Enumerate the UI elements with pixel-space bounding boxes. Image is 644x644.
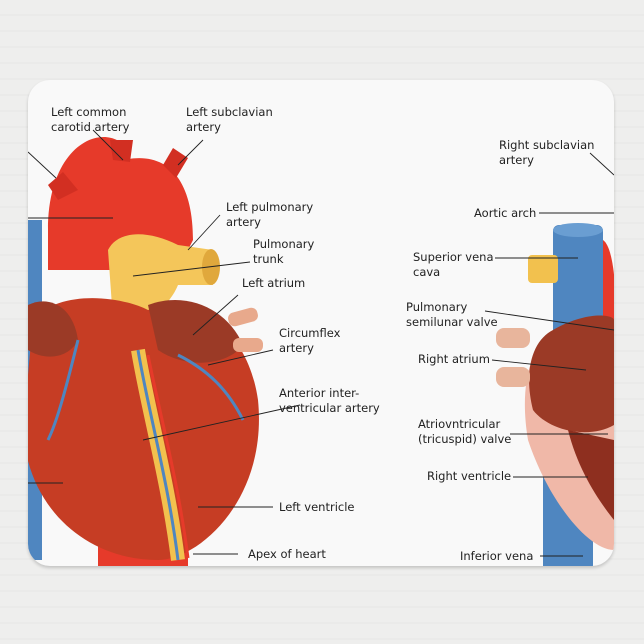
label-right-ventricle: Right ventricle [427, 469, 512, 483]
right-atrium-shape [529, 315, 614, 433]
left-common-carotid-artery-vessel [48, 172, 78, 200]
heart-anatomy-illustration [28, 129, 614, 566]
carotid-vessel [110, 140, 133, 162]
mousepad [28, 80, 614, 566]
ventricles [28, 298, 259, 560]
left-atrium-shape [148, 299, 243, 363]
label-right-subclavian-artery: Right subclavian artery [499, 138, 595, 167]
label-anterior-interventricular-artery: Anterior inter- ventricular artery [279, 386, 380, 415]
label-left-atrium: Left atrium [242, 276, 306, 290]
aorta [48, 136, 193, 270]
label-superior-vena-cava: Superior vena cava [413, 250, 494, 279]
label-pulmonary-trunk: Pulmonary trunk [253, 237, 315, 266]
label-inferior-vena: Inferior vena [460, 549, 534, 563]
label-aortic-arch: Aortic arch [474, 206, 537, 220]
label-right-atrium: Right atrium [418, 352, 490, 366]
label-left-ventricle: Left ventricle [279, 500, 355, 514]
label-circumflex-artery: Circumflex artery [279, 326, 341, 355]
label-pulmonary-semilunar-valve: Pulmonary semilunar valve [406, 300, 498, 329]
label-tricuspid-valve: Atriovntricular (tricuspid) valve [418, 417, 512, 446]
label-left-subclavian-artery: Left subclavian artery [186, 105, 273, 134]
left-subclavian-artery-vessel [163, 148, 188, 178]
label-left-pulmonary-artery: Left pulmonary artery [226, 200, 314, 229]
pulmonary-trunk-vessel [108, 234, 213, 323]
label-apex-of-heart: Apex of heart [248, 547, 326, 561]
leader-lines [28, 129, 614, 557]
label-left-common-carotid-artery: Left common carotid artery [51, 105, 130, 134]
